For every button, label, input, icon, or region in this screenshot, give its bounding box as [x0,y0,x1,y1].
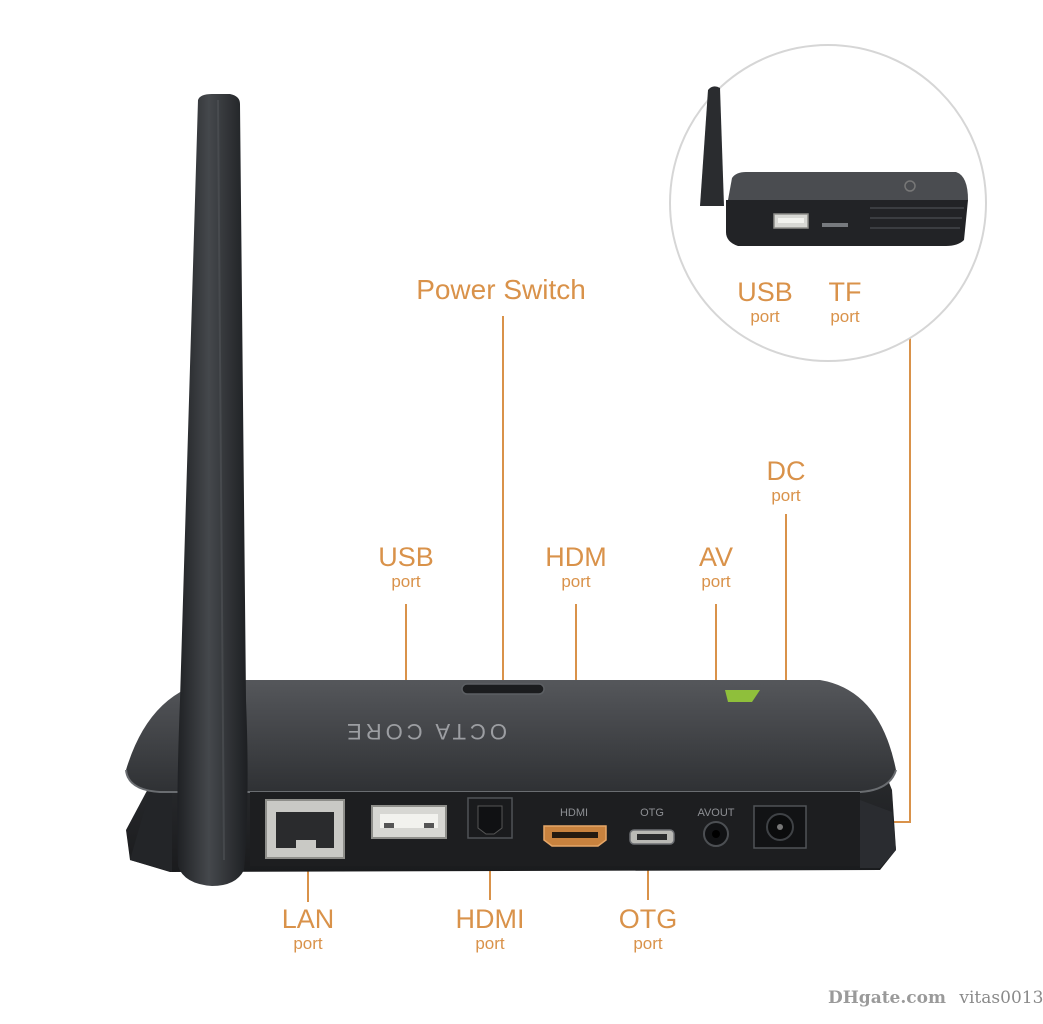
dc-port-label: DC port [766,456,806,505]
tv-box: OCTA CORE HDMI OTG [125,680,897,872]
usb-port-label: USB port [378,542,434,591]
otg-port: OTG [629,807,675,845]
tf-top-label: TF port [828,277,862,326]
hdmi-port-label: HDMI port [455,904,525,953]
power-switch-label: Power Switch [416,274,586,305]
hdm-port-label: HDM port [545,542,607,591]
inset-detail [669,44,987,362]
lan-port [265,799,345,859]
device-top-print: OCTA CORE [343,719,507,744]
hdmi-port: HDMI [543,807,607,847]
svg-text:AVOUT: AVOUT [697,807,734,819]
av-port-label: AV port [698,542,733,591]
watermark-logo: DHgate.com [828,988,946,1008]
watermark: DHgate.com vitas0013 [828,988,1043,1008]
lan-port-label: LAN port [281,904,335,953]
watermark-seller: vitas0013 [959,988,1043,1008]
svg-text:HDMI: HDMI [560,807,588,819]
svg-text:OTG: OTG [640,807,664,819]
av-port: AVOUT [697,807,735,847]
optical-port [467,797,513,839]
usb-port [371,805,447,839]
antenna [177,94,248,886]
usb-top-label: USB port [737,277,793,326]
dc-port [753,805,807,849]
otg-port-label: OTG port [618,904,678,953]
